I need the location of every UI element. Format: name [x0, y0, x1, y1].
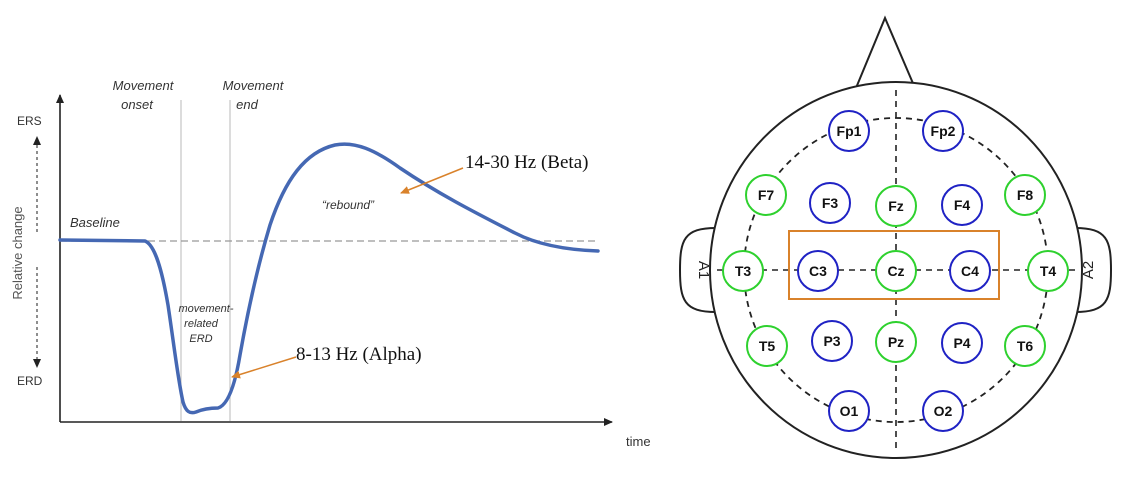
electrode-t3: T3	[722, 250, 764, 292]
electrode-cz: Cz	[875, 250, 917, 292]
electrode-o2: O2	[922, 390, 964, 432]
electrode-circle	[828, 390, 870, 432]
electrode-circle	[922, 390, 964, 432]
beta-annotation-arrow	[400, 167, 464, 194]
electrode-label: Fz	[888, 198, 904, 214]
electrode-fp2: Fp2	[922, 110, 964, 152]
right-ear-label: A2	[1080, 261, 1097, 279]
electrode-f7: F7	[745, 174, 787, 216]
erd-ers-curve	[58, 142, 600, 415]
electrode-t4: T4	[1027, 250, 1069, 292]
erd-region-label-3: ERD	[189, 333, 212, 345]
electrode-o1: O1	[828, 390, 870, 432]
electrode-circle	[722, 250, 764, 292]
electrode-circle	[949, 250, 991, 292]
electrode-t6: T6	[1004, 325, 1046, 367]
x-axis-label: time	[626, 434, 651, 449]
electrode-label: F3	[822, 195, 839, 211]
electrode-pz: Pz	[875, 321, 917, 363]
electrode-circle	[811, 320, 853, 362]
electrode-circle	[797, 250, 839, 292]
electrode-t5: T5	[746, 325, 788, 367]
left-ear-label: A1	[695, 261, 712, 279]
electrode-label: P3	[823, 333, 840, 349]
electrode-label: F8	[1017, 187, 1034, 203]
electrode-circle	[809, 182, 851, 224]
erd-ers-plot: Relative change ERS ERD time Movement on…	[10, 78, 651, 449]
electrode-fz: Fz	[875, 185, 917, 227]
electrode-label: C3	[809, 263, 827, 279]
electrode-label: P4	[953, 335, 970, 351]
y-axis-title: Relative change	[10, 206, 25, 299]
electrode-circle	[1004, 325, 1046, 367]
electrode-label: T4	[1040, 263, 1057, 279]
electrode-label: O1	[840, 403, 859, 419]
central-electrodes-highlight	[788, 230, 1000, 300]
electrode-label: Pz	[888, 334, 904, 350]
electrode-circle	[828, 110, 870, 152]
electrode-circle	[875, 250, 917, 292]
alpha-annotation-arrow	[231, 356, 297, 379]
electrode-label: C4	[961, 263, 979, 279]
electrode-label: O2	[934, 403, 953, 419]
electrode-circle	[875, 321, 917, 363]
electrode-circle	[875, 185, 917, 227]
electrode-f3: F3	[809, 182, 851, 224]
movement-end-label-1: Movement	[223, 78, 285, 93]
electrode-label: F7	[758, 187, 775, 203]
electrode-circle	[941, 184, 983, 226]
beta-annotation: 14-30 Hz (Beta)	[465, 152, 588, 173]
movement-end-label-2: end	[236, 97, 258, 112]
electrode-label: F4	[954, 197, 971, 213]
electrode-c4: C4	[949, 250, 991, 292]
erd-label: ERD	[17, 374, 43, 388]
electrode-f4: F4	[941, 184, 983, 226]
electrode-label: Cz	[887, 263, 904, 279]
ers-label: ERS	[17, 114, 42, 128]
electrode-label: T6	[1017, 338, 1034, 354]
electrode-circle	[746, 325, 788, 367]
electrode-c3: C3	[797, 250, 839, 292]
erd-region-label-1: movement-	[178, 303, 233, 315]
electrode-p3: P3	[811, 320, 853, 362]
electrode-circle	[1004, 174, 1046, 216]
electrode-p4: P4	[941, 322, 983, 364]
alpha-annotation: 8-13 Hz (Alpha)	[296, 344, 422, 365]
electrode-circle	[922, 110, 964, 152]
electrode-label: T5	[759, 338, 776, 354]
left-ear	[678, 227, 717, 313]
rebound-label: “rebound”	[322, 198, 375, 212]
erd-region-label-2: related	[184, 318, 219, 330]
nose	[855, 15, 916, 89]
electrode-label: Fp1	[837, 123, 862, 139]
movement-onset-label-2: onset	[121, 97, 154, 112]
electrode-fp1: Fp1	[828, 110, 870, 152]
electrode-circle	[1027, 250, 1069, 292]
electrode-circle	[941, 322, 983, 364]
electrode-f8: F8	[1004, 174, 1046, 216]
right-ear	[1074, 227, 1113, 313]
baseline-label: Baseline	[70, 215, 120, 230]
electrode-label: T3	[735, 263, 752, 279]
electrode-circle	[745, 174, 787, 216]
electrode-label: Fp2	[931, 123, 956, 139]
movement-onset-label-1: Movement	[113, 78, 175, 93]
